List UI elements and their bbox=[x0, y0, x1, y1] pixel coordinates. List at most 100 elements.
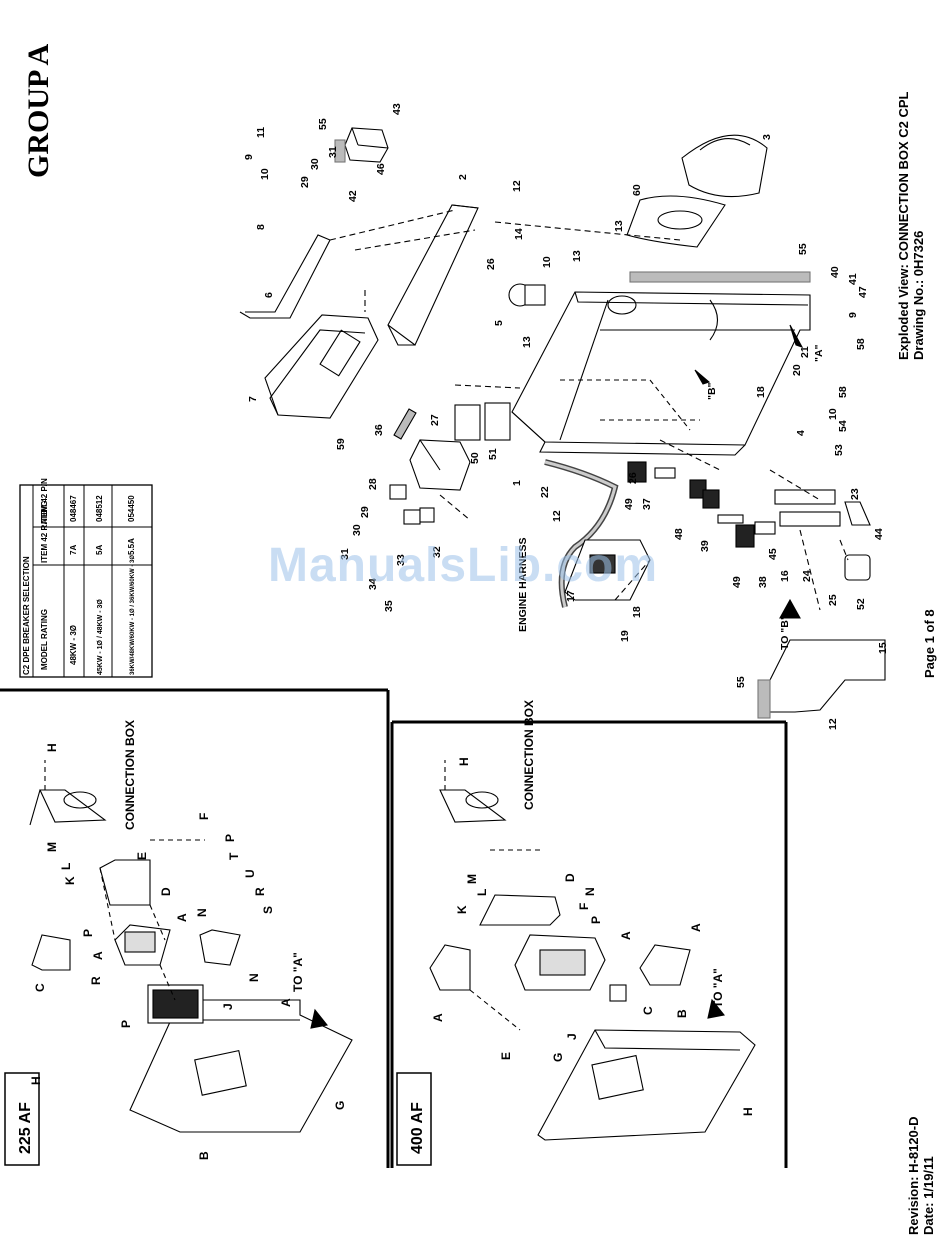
callout-number: 19 bbox=[619, 630, 631, 642]
callout-letter: N bbox=[247, 973, 261, 982]
watermark: ManualsLib.com bbox=[268, 539, 659, 592]
to-a-label: TO "A" bbox=[711, 968, 725, 1008]
callout-letter: J bbox=[565, 1033, 579, 1040]
callout-letter: D bbox=[563, 873, 577, 882]
callout-number: 10 bbox=[541, 256, 553, 268]
callout-number: 4 bbox=[795, 430, 807, 436]
callout-number: 12 bbox=[511, 180, 523, 192]
view-b-label: "B" bbox=[706, 382, 718, 400]
callout-number: 16 bbox=[779, 570, 791, 582]
callout-number: 11 bbox=[255, 127, 267, 138]
callout-letter: D bbox=[159, 887, 173, 896]
callout-number: 30 bbox=[351, 524, 363, 536]
callout-letter: N bbox=[583, 887, 597, 896]
callout-number: 24 bbox=[801, 570, 813, 582]
callout-number: 31 bbox=[339, 548, 351, 560]
callout-letter: B bbox=[197, 1151, 211, 1160]
callout-letter: A bbox=[91, 951, 105, 960]
table-header-model: MODEL RATING bbox=[40, 609, 49, 670]
callout-number: 53 bbox=[833, 444, 845, 456]
table-cell: 054450 bbox=[127, 495, 136, 522]
callout-number: 49 bbox=[731, 576, 743, 588]
callout-number: 60 bbox=[631, 184, 643, 196]
callout-number: 13 bbox=[571, 250, 583, 262]
callout-number: 44 bbox=[873, 528, 885, 540]
callout-number: 1 bbox=[511, 480, 523, 486]
callout-number: 52 bbox=[855, 598, 867, 610]
table-cell: 36KW/48KW/60KW - 1Ø / 36KW/60KW - 3Ø bbox=[130, 555, 136, 675]
callout-number: 33 bbox=[395, 554, 407, 566]
callout-layer: 1191055433130294642122867592614101351336… bbox=[243, 103, 889, 730]
callout-letter: E bbox=[135, 852, 149, 860]
callout-letter: L bbox=[59, 863, 73, 870]
callout-letter: K bbox=[455, 905, 469, 914]
callout-number: 6 bbox=[263, 292, 275, 298]
callout-letter: F bbox=[197, 813, 211, 820]
callout-number: 25 bbox=[827, 594, 839, 606]
callout-letter: M bbox=[465, 874, 479, 884]
main-line-art bbox=[239, 127, 886, 719]
callout-number: 38 bbox=[757, 576, 769, 588]
to-b-label: TO "B" bbox=[779, 615, 791, 650]
panel-400-label-text: 400 AF bbox=[409, 1102, 426, 1154]
callout-letter: M bbox=[45, 842, 59, 852]
callout-letter: C bbox=[641, 1006, 655, 1015]
table-cell: 5A bbox=[95, 545, 104, 555]
callout-letter: N bbox=[195, 908, 209, 917]
callout-letter: R bbox=[253, 887, 267, 896]
callout-number: 26 bbox=[485, 258, 497, 270]
panel-225-label-text: 225 AF bbox=[17, 1102, 34, 1154]
callout-letter: S bbox=[261, 906, 275, 914]
callout-number: 36 bbox=[373, 424, 385, 436]
callout-number: 17 bbox=[565, 590, 577, 602]
callout-letter: U bbox=[243, 869, 257, 878]
callout-number: 40 bbox=[829, 266, 841, 278]
table-cell: 048512 bbox=[95, 495, 104, 522]
callout-number: 22 bbox=[539, 486, 551, 498]
table-cell: 5.5A bbox=[127, 538, 136, 555]
table-header-pn: ITEM 42 P/N bbox=[40, 478, 49, 524]
callout-number: 54 bbox=[837, 420, 849, 432]
callout-number: 58 bbox=[855, 338, 867, 350]
callout-letter: A bbox=[279, 998, 293, 1007]
callout-number: 31 bbox=[327, 146, 339, 158]
callout-letter: R bbox=[89, 976, 103, 985]
callout-number: 29 bbox=[299, 176, 311, 188]
callout-letter: P bbox=[81, 929, 95, 937]
callout-letter: J bbox=[221, 1003, 235, 1010]
callout-letter: T bbox=[227, 852, 241, 860]
panel-400-label: 400 AF bbox=[409, 1102, 426, 1154]
callout-number: 18 bbox=[755, 386, 767, 398]
callout-number: 2 bbox=[457, 174, 469, 180]
panel-225-labels: CONNECTION BOX TO "A" bbox=[123, 720, 305, 992]
connection-box-label: CONNECTION BOX bbox=[123, 720, 137, 830]
callout-number: 8 bbox=[255, 224, 267, 230]
table-header-rating: ITEM 42 RATING bbox=[40, 500, 49, 563]
panel-225-line-art bbox=[29, 760, 353, 1133]
callout-number: 41 bbox=[847, 273, 859, 285]
callout-number: 9 bbox=[243, 154, 255, 160]
callout-number: 10 bbox=[259, 168, 271, 180]
callout-number: 42 bbox=[347, 190, 359, 202]
table-cell: 048467 bbox=[69, 495, 78, 522]
callout-letter: K bbox=[63, 876, 77, 885]
callout-number: 59 bbox=[335, 438, 347, 450]
callout-letter: A bbox=[175, 913, 189, 922]
callout-number: 32 bbox=[431, 546, 443, 558]
callout-letter: F bbox=[577, 903, 591, 910]
callout-letter: G bbox=[551, 1053, 565, 1062]
callout-number: 27 bbox=[429, 414, 441, 426]
panel-frames bbox=[0, 688, 788, 1168]
callout-number: 46 bbox=[375, 163, 387, 175]
callout-number: 10 bbox=[827, 408, 839, 420]
callout-number: 58 bbox=[837, 386, 849, 398]
callout-number: 18 bbox=[631, 606, 643, 618]
callout-number: 55 bbox=[317, 118, 329, 130]
callout-letter: A bbox=[431, 1013, 445, 1022]
callout-number: 29 bbox=[359, 506, 371, 518]
callout-letter: C bbox=[33, 983, 47, 992]
callout-letter: E bbox=[499, 1052, 513, 1060]
callout-number: 30 bbox=[309, 158, 321, 170]
